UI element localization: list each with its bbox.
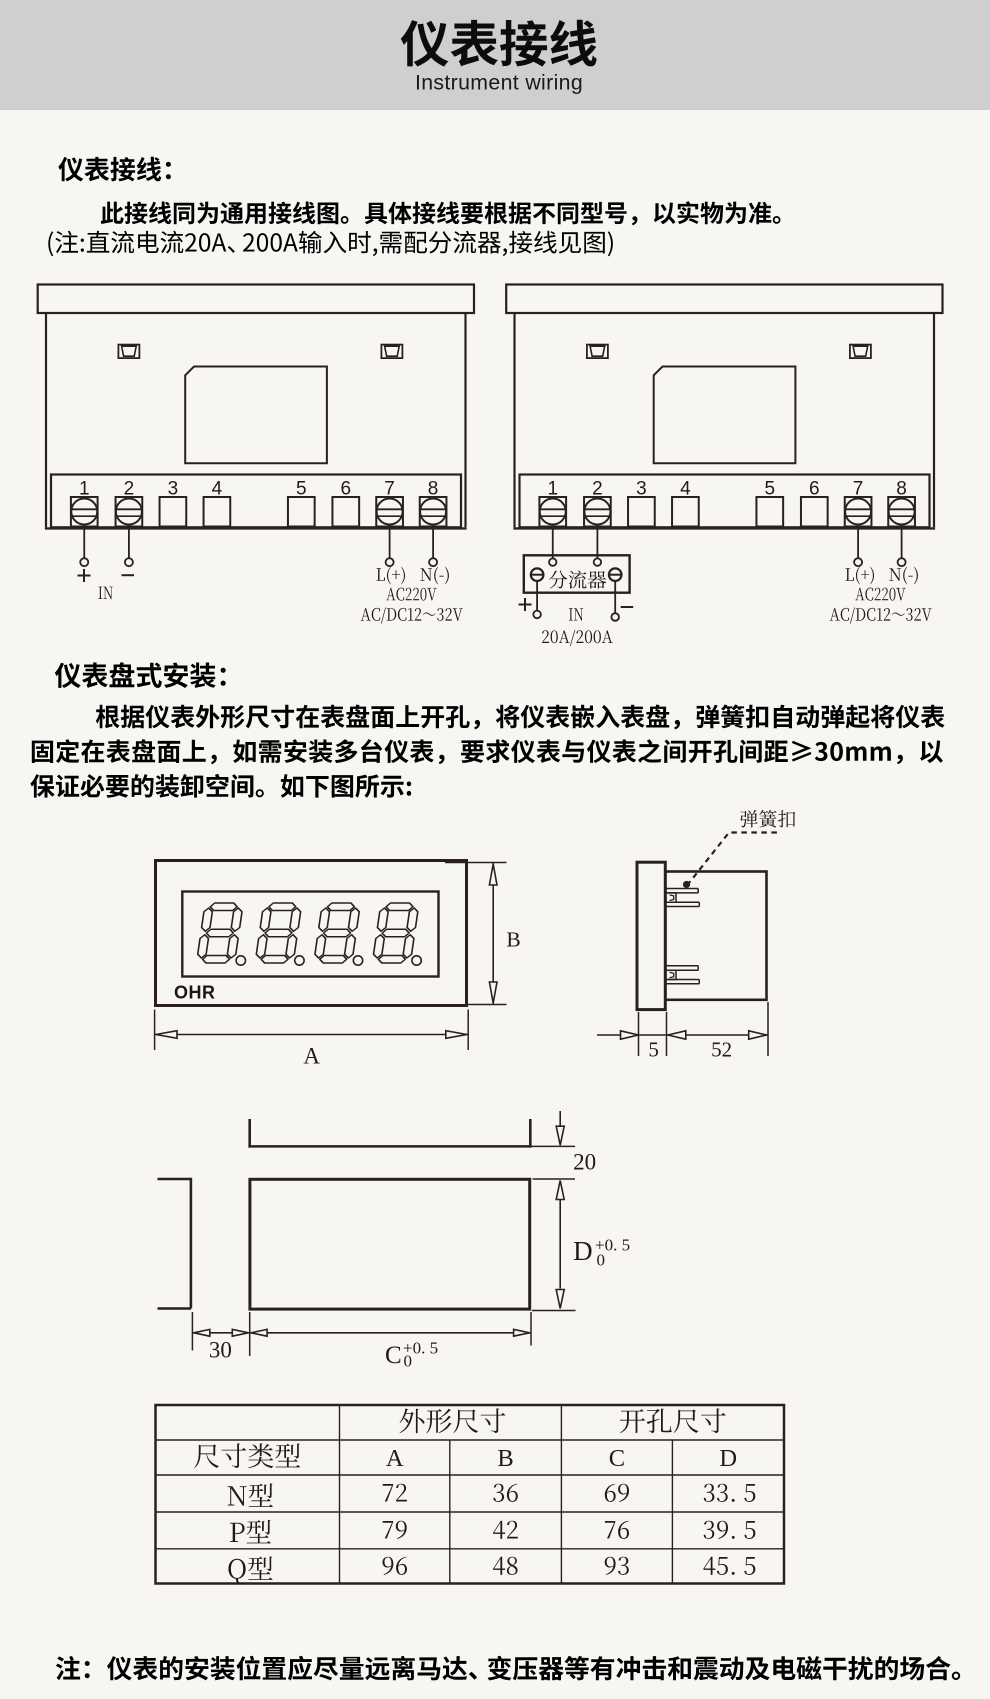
svg-text:2: 2 — [124, 479, 135, 500]
svg-text:5: 5 — [765, 479, 776, 500]
svg-text:0: 0 — [404, 1352, 413, 1371]
svg-text:A: A — [386, 1445, 404, 1472]
svg-text:7: 7 — [384, 479, 395, 500]
svg-text:C: C — [385, 1342, 402, 1369]
svg-text:3: 3 — [168, 479, 179, 500]
svg-text:D: D — [573, 1236, 593, 1266]
svg-text:+0. 5: +0. 5 — [595, 1236, 630, 1255]
svg-text:20: 20 — [573, 1150, 596, 1175]
svg-text:8: 8 — [896, 479, 907, 500]
svg-text:30: 30 — [209, 1338, 232, 1363]
svg-text:4: 4 — [212, 479, 223, 500]
svg-text:5: 5 — [296, 479, 307, 500]
svg-text:8: 8 — [428, 479, 439, 500]
svg-text:B: B — [506, 927, 520, 951]
svg-text:6: 6 — [809, 479, 820, 500]
svg-text:A: A — [303, 1044, 320, 1069]
svg-text:0: 0 — [597, 1251, 606, 1270]
svg-text:4: 4 — [680, 479, 691, 500]
svg-text:OHR: OHR — [174, 983, 216, 1003]
svg-text:2: 2 — [592, 479, 603, 500]
svg-text:B: B — [497, 1445, 513, 1472]
svg-text:1: 1 — [547, 479, 558, 500]
svg-text:7: 7 — [853, 479, 864, 500]
svg-text:1: 1 — [79, 479, 90, 500]
svg-text:6: 6 — [341, 479, 352, 500]
svg-text:+0. 5: +0. 5 — [403, 1339, 438, 1358]
svg-text:C: C — [609, 1445, 625, 1472]
svg-text:Instrument wiring: Instrument wiring — [415, 71, 583, 95]
svg-text:3: 3 — [636, 479, 647, 500]
svg-text:5: 5 — [648, 1037, 659, 1061]
svg-text:D: D — [719, 1445, 737, 1472]
svg-text:52: 52 — [711, 1037, 732, 1061]
